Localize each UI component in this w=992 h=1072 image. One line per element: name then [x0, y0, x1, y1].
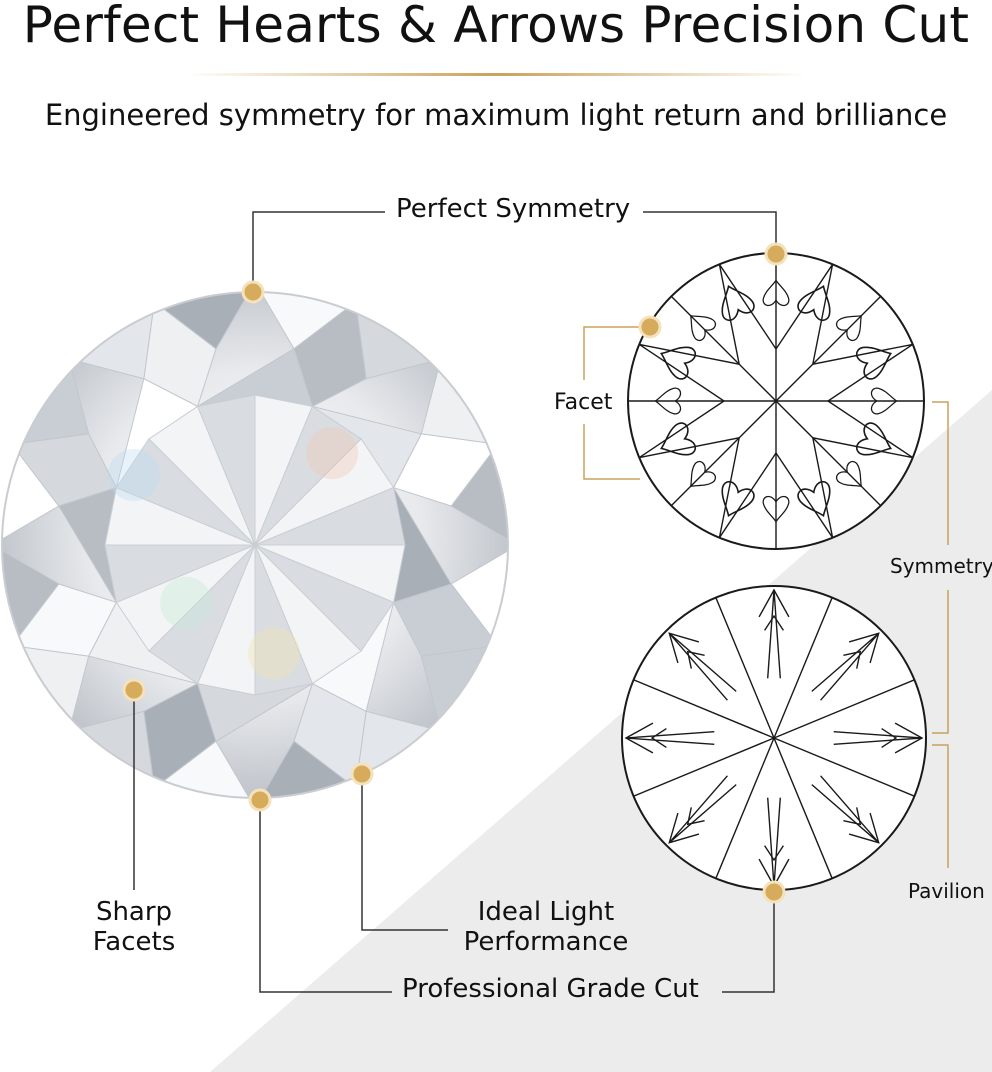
gem-table-facet — [196, 394, 256, 546]
arrows-pattern-icon — [621, 585, 927, 891]
bracket-symmetry-lower — [932, 590, 949, 734]
gem-fire-highlight — [160, 576, 213, 629]
arrow-head-inner — [686, 650, 705, 669]
bracket-symmetry — [932, 401, 949, 545]
arrow-head — [758, 588, 790, 618]
gold-dot-icon — [248, 788, 272, 812]
gold-dot-icon — [764, 242, 788, 266]
arrows-sector-line — [633, 679, 775, 739]
arrow-head-inner — [881, 728, 898, 748]
gem-fire-highlight — [107, 449, 160, 501]
bracket-facet — [583, 326, 640, 380]
hearts-star-outline — [638, 263, 914, 539]
arrow-head — [848, 812, 880, 844]
label-symmetry: Symmetry — [890, 554, 992, 578]
arrows-sector-line — [773, 737, 833, 879]
gold-dot-icon — [122, 678, 146, 702]
arrow-head — [668, 812, 700, 844]
diamond-gem-icon — [1, 291, 509, 799]
gold-dot-icon — [638, 315, 662, 339]
label-sharp-facets-line2: Facets — [92, 926, 176, 957]
hearts-pattern-icon — [627, 252, 925, 550]
page-subtitle: Engineered symmetry for maximum light re… — [44, 98, 948, 132]
bracket-lines — [583, 326, 949, 868]
title-divider — [185, 73, 807, 76]
arrow-head-inner — [686, 807, 705, 826]
arrows-sector-line — [715, 597, 775, 739]
arrows-sector-line — [773, 679, 915, 739]
hearts-axis-line — [670, 295, 882, 507]
gold-dot-icon — [762, 880, 786, 904]
arrow-head-inner — [650, 728, 667, 748]
label-sharp-facets-line1: Sharp — [95, 897, 173, 927]
label-ideal-light-performance: Ideal Light Performance — [446, 897, 646, 958]
gem-fire-highlight — [248, 627, 301, 680]
arrow-head-inner — [843, 650, 862, 669]
page-title: Perfect Hearts & Arrows Precision Cut — [22, 0, 970, 54]
label-pavilion: Pavilion — [908, 879, 985, 903]
arrow-head-inner — [764, 845, 784, 862]
label-sharp-facets: Sharp Facets — [74, 897, 194, 958]
leader-perfect-symmetry — [252, 211, 385, 292]
leader-professional-grade — [259, 800, 392, 993]
arrows-sector-line — [773, 597, 833, 739]
arrow-head — [668, 632, 700, 664]
gold-dot-icon — [241, 280, 265, 304]
arrow-head-inner — [764, 614, 784, 631]
arrow-head — [894, 722, 924, 754]
bracket-pavilion — [932, 744, 949, 868]
bracket-facet-lower — [583, 424, 640, 480]
gold-dot-icon — [350, 762, 374, 786]
leader-ideal-light — [361, 774, 448, 931]
label-ideal-light-line2: Performance — [463, 926, 629, 957]
arrows-sector-line — [773, 737, 915, 797]
arrow-head-inner — [843, 807, 862, 826]
callout-markers — [122, 242, 788, 904]
arrow-head — [624, 722, 654, 754]
leader-lines — [133, 211, 777, 993]
arrows-sector-line — [715, 737, 775, 879]
leader-professional-grade-right — [722, 892, 775, 993]
arrow-head — [848, 632, 880, 664]
gem-fire-highlight — [306, 427, 359, 480]
label-professional-grade-cut: Professional Grade Cut — [402, 974, 699, 1004]
label-facet: Facet — [554, 390, 613, 415]
label-ideal-light-line1: Ideal Light — [477, 897, 615, 927]
label-perfect-symmetry: Perfect Symmetry — [396, 194, 631, 224]
arrows-sector-line — [633, 737, 775, 797]
leader-perfect-symmetry-right — [643, 211, 777, 254]
